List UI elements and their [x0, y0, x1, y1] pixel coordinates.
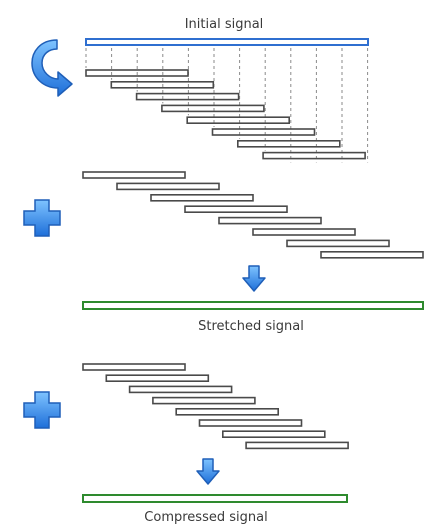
compressed-signal-bar	[82, 494, 348, 503]
plus-icon	[23, 199, 61, 237]
signal-segment-bar	[128, 385, 233, 394]
plus-icon	[23, 391, 61, 429]
stretched-signal-bar	[82, 301, 424, 310]
signal-segment-bar	[211, 128, 316, 136]
signal-segment-bar	[320, 251, 424, 259]
stretched-signal-label: Stretched signal	[198, 319, 304, 334]
signal-segment-bar	[252, 228, 356, 236]
signal-segment-bar	[82, 171, 186, 179]
signal-segment-bar	[152, 396, 256, 405]
initial-segments	[85, 69, 366, 160]
signal-segment-bar	[198, 419, 303, 427]
signal-segment-bar	[222, 430, 326, 439]
signal-segment-bar	[116, 182, 220, 191]
signal-segment-bar	[218, 216, 322, 225]
initial-signal-bar	[85, 38, 369, 46]
initial-signal-label: Initial signal	[185, 17, 264, 32]
signal-segment-bar	[105, 374, 210, 383]
signal-segment-bar	[286, 239, 390, 248]
compressed-signal-label: Compressed signal	[144, 510, 267, 525]
signal-segment-bar	[262, 151, 366, 160]
signal-segment-bar	[85, 69, 189, 77]
compressed-segments	[82, 363, 349, 450]
signal-segment-bar	[161, 104, 265, 113]
rotate-arrow-icon	[31, 39, 73, 97]
segment-guide-lines	[85, 48, 369, 163]
signal-segment-bar	[186, 116, 290, 124]
signal-segment-bar	[175, 407, 279, 416]
signal-segment-bar	[110, 81, 215, 89]
signal-segment-bar	[82, 363, 186, 371]
down-arrow-icon	[242, 265, 266, 292]
signal-segment-bar	[135, 92, 240, 101]
signal-segment-bar	[150, 194, 254, 202]
stretched-segments	[82, 171, 424, 259]
signal-segment-bar	[245, 441, 349, 450]
signal-segment-bar	[237, 140, 341, 148]
down-arrow-icon	[196, 458, 220, 485]
signal-segment-bar	[184, 205, 288, 213]
